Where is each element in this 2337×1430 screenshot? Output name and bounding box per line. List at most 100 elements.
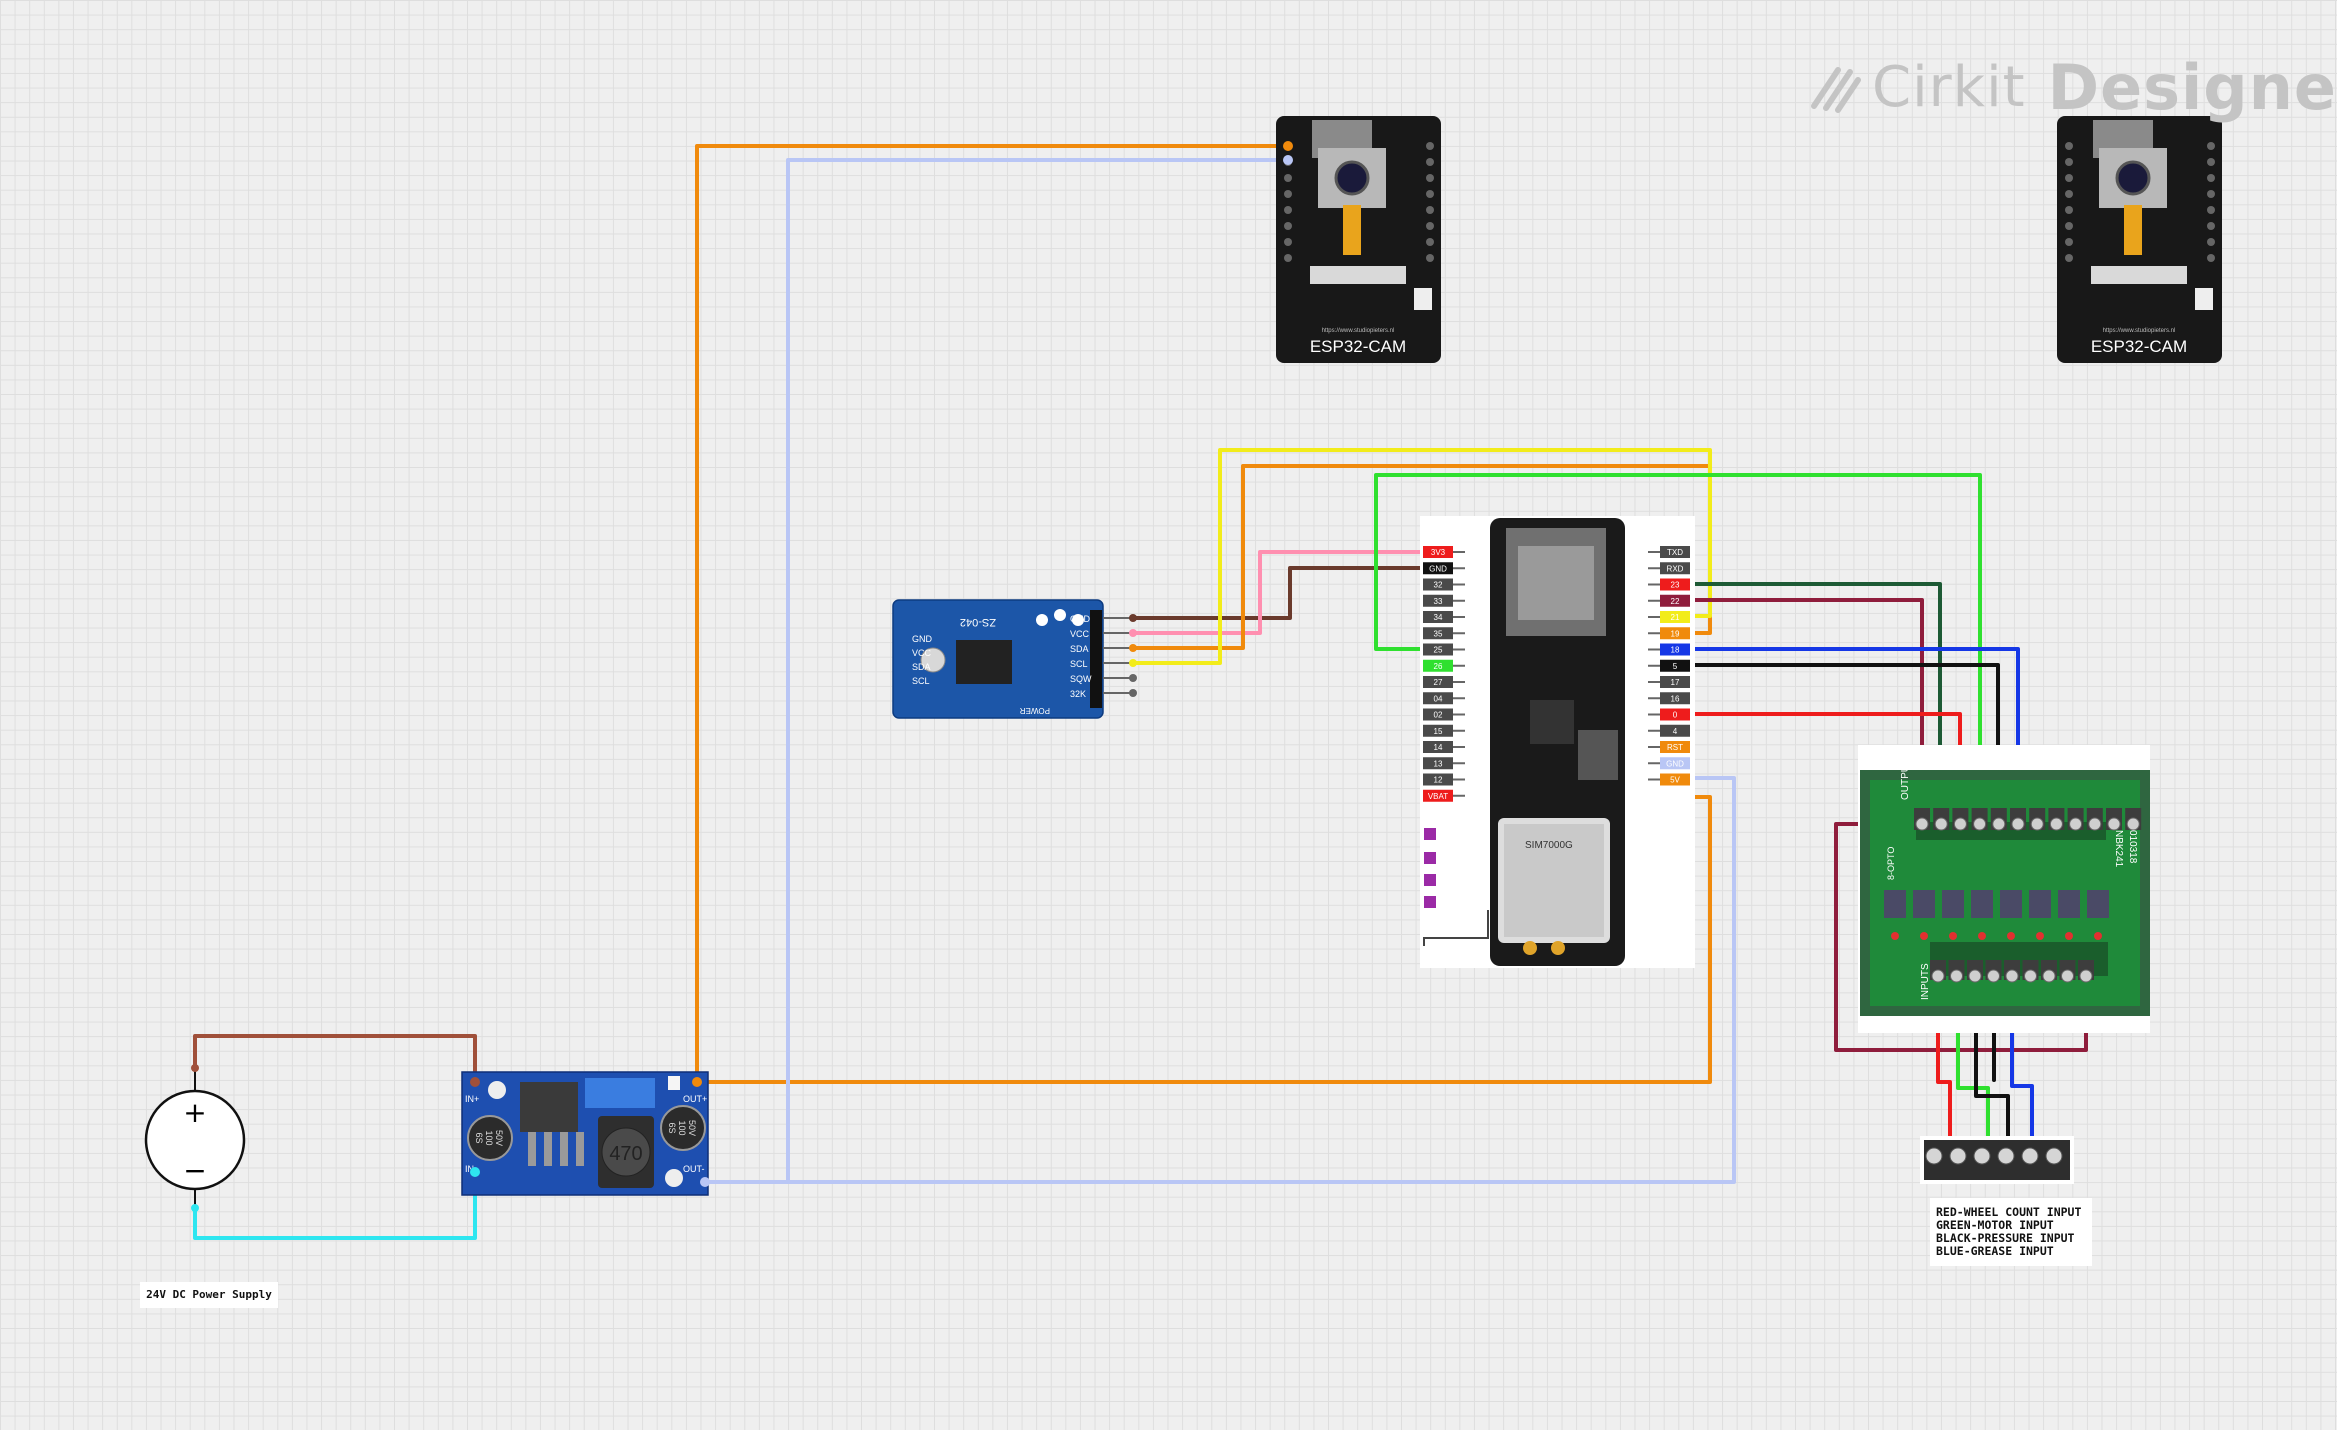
sim-pin-left-15[interactable]	[1423, 789, 1453, 802]
sim-pin-left-7[interactable]	[1423, 659, 1453, 672]
sim-pin-right-13[interactable]	[1660, 757, 1690, 770]
io-out-screw[interactable]	[1915, 817, 1929, 831]
wire-sim23-io[interactable]	[1668, 582, 1942, 826]
rtc-module[interactable]: ZS-042 POWER GND VCC SDA SCL SQW 32K GND…	[892, 599, 1137, 719]
cam1-gnd-pad[interactable]	[1283, 155, 1293, 165]
power-supply[interactable]: + −	[144, 1064, 246, 1212]
sim-pin-left-10[interactable]	[1423, 708, 1453, 721]
io-out-screw[interactable]	[1992, 817, 2006, 831]
brand-designer: Designer	[2047, 50, 2337, 124]
sim-pin-left-1[interactable]	[1423, 562, 1453, 575]
wire-in-black1[interactable]	[1974, 974, 2010, 1148]
sim-pin-left-0[interactable]	[1423, 546, 1453, 558]
terminal-screw[interactable]	[1997, 1147, 2015, 1165]
sim-pin-right-10[interactable]	[1660, 708, 1690, 721]
esp32-cam-2[interactable]: https://www.studiopieters.nl ESP32-CAM	[2057, 116, 2222, 363]
terminal-screw[interactable]	[2045, 1147, 2063, 1165]
wire-rtc-vcc[interactable]	[1131, 550, 1450, 635]
cap2-text-c: 50V	[687, 1120, 697, 1136]
sim-pin-label-left-5: 35	[1434, 629, 1443, 638]
sim-pin-right-4[interactable]	[1660, 611, 1690, 623]
sim-pin-right-7[interactable]	[1660, 659, 1690, 672]
buck-in-plus-pad[interactable]	[470, 1077, 480, 1087]
sim-pin-left-4[interactable]	[1423, 611, 1453, 623]
io-board[interactable]: OUTPUTS INPUTS NBK241 010318 8-OPTO	[1858, 745, 2150, 1033]
io-out-screw[interactable]	[1973, 817, 1987, 831]
ps-pin-minus[interactable]	[191, 1204, 199, 1212]
io-out-screw[interactable]	[2011, 817, 2025, 831]
ps-pin-plus[interactable]	[191, 1064, 199, 1072]
buck-out-plus-pad[interactable]	[692, 1077, 702, 1087]
wire-rtc-sda[interactable]	[1131, 464, 1712, 650]
sim-pin-left-5[interactable]	[1423, 627, 1453, 640]
wire-sim25-io[interactable]	[1374, 473, 1982, 826]
terminal-screw[interactable]	[1973, 1147, 1991, 1165]
sim-pin-right-8[interactable]	[1660, 676, 1690, 688]
io-out-screw[interactable]	[2069, 817, 2083, 831]
sim-pin-label-right-10: 0	[1673, 711, 1678, 720]
sim-pin-left-9[interactable]	[1423, 692, 1453, 705]
sim-pin-left-2[interactable]	[1423, 578, 1453, 591]
rtc-sda-pad[interactable]	[1129, 644, 1137, 652]
sim-pin-right-3[interactable]	[1660, 594, 1690, 607]
sim-pin-left-14[interactable]	[1423, 773, 1453, 786]
io-in-screw[interactable]	[1931, 969, 1945, 983]
wire-buck-out-plus-cam[interactable]	[695, 144, 1290, 1084]
sim-pin-left-3[interactable]	[1423, 594, 1453, 607]
sim-pin-right-9[interactable]	[1660, 692, 1690, 705]
io-out-screw[interactable]	[1953, 817, 1967, 831]
io-out-screw[interactable]	[1934, 817, 1948, 831]
rtc-32k-pad[interactable]	[1129, 689, 1137, 697]
io-out-screw[interactable]	[2088, 817, 2102, 831]
sim-pin-left-11[interactable]	[1423, 724, 1453, 737]
io-model: 8-OPTO	[1886, 847, 1896, 880]
sim-pin-left-12[interactable]	[1423, 741, 1453, 753]
sim-pin-right-11[interactable]	[1660, 724, 1690, 737]
esp32-cam-1[interactable]: https://www.studiopieters.nl ESP32-CAM	[1276, 116, 1441, 363]
sim-pin-right-14[interactable]	[1660, 773, 1690, 786]
io-in-screw[interactable]	[1950, 969, 1963, 983]
sim-pin-left-13[interactable]	[1423, 757, 1453, 770]
rtc-vcc-pad[interactable]	[1129, 629, 1137, 637]
rtc-pin-label-vcc: VCC	[1070, 629, 1090, 639]
sim-pin-right-6[interactable]	[1660, 643, 1690, 656]
io-in-screw[interactable]	[2042, 969, 2056, 983]
sim-pin-left-6[interactable]	[1423, 643, 1453, 656]
io-in-screw[interactable]	[1968, 969, 1982, 983]
rtc-gnd-pad[interactable]	[1129, 614, 1137, 622]
terminal-screw[interactable]	[1949, 1147, 1967, 1165]
buck-converter[interactable]: 470 6S 100 50V 6S 100 50V IN+ IN- OUT+ O…	[461, 1071, 710, 1196]
buck-in-minus-pad[interactable]	[470, 1167, 480, 1177]
wire-rtc-scl[interactable]	[1131, 448, 1712, 665]
buck-out-minus-pad[interactable]	[700, 1177, 710, 1187]
io-out-screw[interactable]	[2126, 817, 2140, 831]
sim-pin-left-8[interactable]	[1423, 676, 1453, 688]
cap2-text-a: 6S	[667, 1122, 677, 1133]
terminal-block[interactable]	[1920, 1136, 2074, 1184]
io-in-screw[interactable]	[2061, 969, 2074, 983]
sim-pin-right-0[interactable]	[1660, 546, 1690, 558]
io-in-screw[interactable]	[2024, 969, 2037, 983]
wire-ps-minus[interactable]	[193, 1170, 477, 1240]
sim-pin-right-2[interactable]	[1660, 578, 1690, 591]
cam1-5v-pad[interactable]	[1283, 141, 1293, 151]
io-in-screw[interactable]	[2005, 969, 2019, 983]
io-in-screw[interactable]	[2079, 969, 2093, 983]
io-out-screw[interactable]	[2049, 817, 2063, 831]
io-out-screw[interactable]	[2030, 817, 2044, 831]
rtc-scl-pad[interactable]	[1129, 659, 1137, 667]
io-out-screw[interactable]	[2107, 817, 2121, 831]
wire-buck-out-minus-sim[interactable]	[786, 776, 1736, 1184]
wire-buck-out-minus-cam[interactable]	[703, 158, 1290, 1184]
wire-rtc-gnd[interactable]	[1131, 566, 1450, 620]
wire-ps-plus[interactable]	[193, 1034, 477, 1084]
terminal-screw[interactable]	[2021, 1147, 2039, 1165]
rtc-sqw-pad[interactable]	[1129, 674, 1137, 682]
sim-pin-right-12[interactable]	[1660, 741, 1690, 753]
sim-pin-right-1[interactable]	[1660, 562, 1690, 575]
io-in-screw[interactable]	[1987, 969, 2000, 983]
rtc-pin-label-sda: SDA	[1070, 644, 1089, 654]
sim7000g-board[interactable]: SIM7000G 3V3GND3233343525262704021514131…	[1420, 516, 1695, 968]
terminal-screw[interactable]	[1925, 1147, 1943, 1165]
sim-pin-right-5[interactable]	[1660, 627, 1690, 640]
